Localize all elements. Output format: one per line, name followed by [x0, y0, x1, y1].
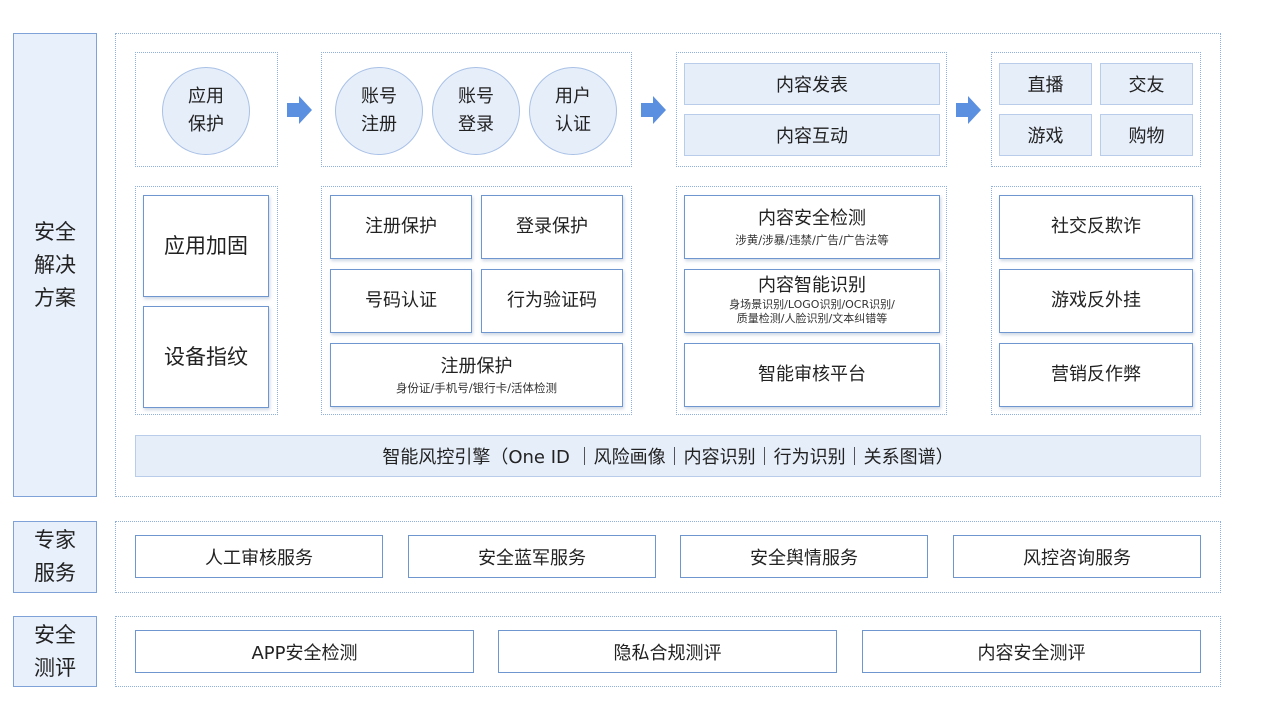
user-auth-circle: 用户 认证 — [529, 67, 617, 155]
privacy-compliance-test: 隐私合规测评 — [498, 630, 837, 673]
public-opinion-service-label: 安全舆情服务 — [750, 547, 858, 569]
app-protect-circle: 应用 保护 — [162, 67, 250, 155]
app-security-test: APP安全检测 — [135, 630, 474, 673]
marketing-antifraud-box: 营销反作弊 — [999, 343, 1193, 407]
risk-engine-label: 智能风控引擎（One ID ｜风险画像｜内容识别｜行为识别｜关系图谱） — [382, 447, 954, 468]
risk-engine-bar: 智能风控引擎（One ID ｜风险画像｜内容识别｜行为识别｜关系图谱） — [135, 435, 1201, 477]
account-login-label: 账号 登录 — [458, 86, 494, 135]
content-smart-recognize-sub: 身场景识别/LOGO识别/OCR识别/ 质量检测/人脸识别/文本纠错等 — [729, 298, 895, 325]
register-protect-wide-box: 注册保护 身份证/手机号/银行卡/活体检测 — [330, 343, 623, 407]
game-anticheat-label: 游戏反外挂 — [1051, 290, 1141, 311]
blue-team-service-label: 安全蓝军服务 — [478, 547, 586, 569]
content-security-test: 内容安全测评 — [862, 630, 1201, 673]
content-interact-box: 内容互动 — [684, 114, 940, 156]
content-smart-recognize-box: 内容智能识别 身场景识别/LOGO识别/OCR识别/ 质量检测/人脸识别/文本纠… — [684, 269, 940, 333]
app-hardening-box: 应用加固 — [143, 195, 269, 297]
behavior-captcha-label: 行为验证码 — [507, 290, 597, 311]
smart-review-platform-box: 智能审核平台 — [684, 343, 940, 407]
app-security-test-label: APP安全检测 — [251, 642, 358, 664]
manual-review-service: 人工审核服务 — [135, 535, 383, 578]
device-fingerprint-label: 设备指纹 — [164, 345, 248, 369]
scene-shopping-label: 购物 — [1128, 126, 1165, 147]
content-publish-box: 内容发表 — [684, 63, 940, 105]
login-protect-box: 登录保护 — [481, 195, 623, 259]
content-security-test-label: 内容安全测评 — [977, 642, 1086, 664]
risk-consulting-service: 风控咨询服务 — [953, 535, 1201, 578]
manual-review-service-label: 人工审核服务 — [205, 547, 313, 569]
arrow-right-icon — [287, 96, 312, 124]
user-auth-label: 用户 认证 — [555, 86, 591, 135]
social-antifraud-box: 社交反欺诈 — [999, 195, 1193, 259]
number-auth-box: 号码认证 — [330, 269, 472, 333]
side-label-evaluation-text: 安全 测评 — [34, 622, 76, 680]
behavior-captcha-box: 行为验证码 — [481, 269, 623, 333]
account-register-label: 账号 注册 — [361, 86, 397, 135]
number-auth-label: 号码认证 — [365, 290, 437, 311]
register-protect-label: 注册保护 — [365, 216, 437, 237]
side-label-solutions-text: 安全 解决 方案 — [34, 219, 76, 310]
scene-dating-label: 交友 — [1128, 75, 1165, 96]
social-antifraud-label: 社交反欺诈 — [1051, 216, 1141, 237]
scene-live-box: 直播 — [999, 63, 1092, 105]
account-register-circle: 账号 注册 — [335, 67, 423, 155]
scene-dating-box: 交友 — [1100, 63, 1193, 105]
game-anticheat-box: 游戏反外挂 — [999, 269, 1193, 333]
content-security-detect-box: 内容安全检测 涉黄/涉暴/违禁/广告/广告法等 — [684, 195, 940, 259]
content-security-detect-title: 内容安全检测 — [758, 207, 866, 229]
privacy-compliance-test-label: 隐私合规测评 — [613, 642, 722, 664]
login-protect-label: 登录保护 — [516, 216, 588, 237]
content-interact-label: 内容互动 — [776, 126, 848, 147]
register-protect-box: 注册保护 — [330, 195, 472, 259]
scene-game-box: 游戏 — [999, 114, 1092, 156]
arrow-right-icon — [956, 96, 981, 124]
arrow-right-icon — [641, 96, 666, 124]
content-publish-label: 内容发表 — [776, 75, 848, 96]
public-opinion-service: 安全舆情服务 — [680, 535, 928, 578]
app-hardening-label: 应用加固 — [164, 234, 248, 258]
smart-review-platform-title: 智能审核平台 — [758, 364, 866, 385]
blue-team-service: 安全蓝军服务 — [408, 535, 656, 578]
scene-game-label: 游戏 — [1027, 126, 1064, 147]
account-login-circle: 账号 登录 — [432, 67, 520, 155]
register-protect-wide-title: 注册保护 — [440, 355, 513, 377]
device-fingerprint-box: 设备指纹 — [143, 306, 269, 408]
marketing-antifraud-label: 营销反作弊 — [1051, 364, 1141, 385]
scene-live-label: 直播 — [1027, 75, 1064, 96]
risk-consulting-service-label: 风控咨询服务 — [1023, 547, 1131, 569]
content-security-detect-sub: 涉黄/涉暴/违禁/广告/广告法等 — [735, 232, 889, 247]
app-protect-label: 应用 保护 — [188, 86, 224, 135]
side-label-expert: 专家 服务 — [13, 521, 97, 593]
scene-shopping-box: 购物 — [1100, 114, 1193, 156]
content-smart-recognize-title: 内容智能识别 — [758, 275, 866, 296]
side-label-solutions: 安全 解决 方案 — [13, 33, 97, 497]
side-label-evaluation: 安全 测评 — [13, 616, 97, 687]
side-label-expert-text: 专家 服务 — [34, 528, 76, 585]
register-protect-wide-sub: 身份证/手机号/银行卡/活体检测 — [395, 380, 558, 395]
